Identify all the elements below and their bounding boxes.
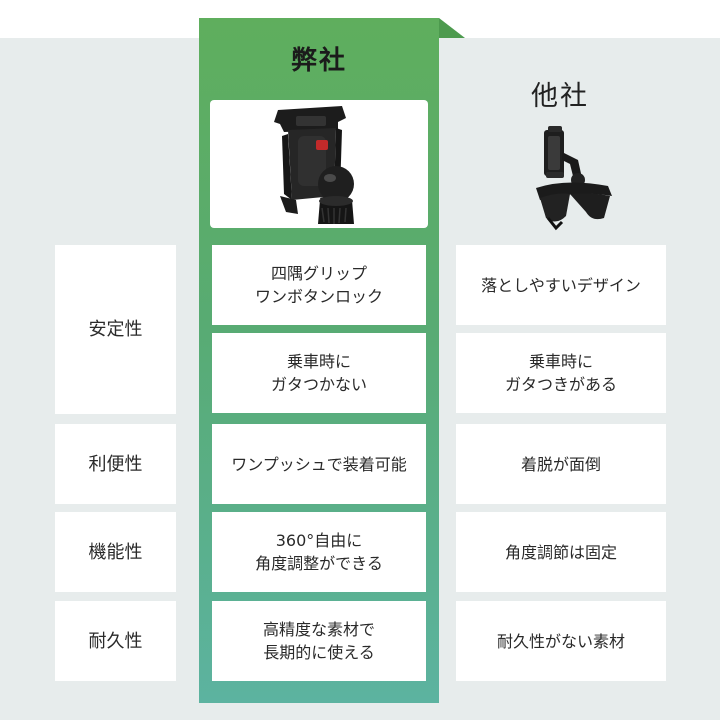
ours-grip-cell: 四隅グリップ ワンボタンロック <box>212 245 426 325</box>
dashboard-phone-clip-icon <box>536 126 612 231</box>
phone-holder-icon <box>274 106 354 224</box>
category-convenience: 利便性 <box>55 424 176 504</box>
category-stability: 安定性 <box>55 245 176 414</box>
category-functionality: 機能性 <box>55 512 176 592</box>
ours-mount-cell: ワンプッシュで装着可能 <box>212 424 426 504</box>
category-durability: 耐久性 <box>55 601 176 681</box>
ribbon-fold <box>439 18 465 38</box>
theirs-angle-cell: 角度調節は固定 <box>456 512 666 592</box>
ours-column-title: 弊社 <box>290 46 347 76</box>
ours-rattle-cell: 乗車時に ガタつかない <box>212 333 426 413</box>
ours-material-cell: 高精度な素材で 長期的に使える <box>212 601 426 681</box>
theirs-column-title: 他社 <box>531 81 589 112</box>
theirs-mount-cell: 着脱が面倒 <box>456 424 666 504</box>
theirs-rattle-cell: 乗車時に ガタつきがある <box>456 333 666 413</box>
theirs-material-cell: 耐久性がない素材 <box>456 601 666 681</box>
ours-angle-cell: 360°自由に 角度調整ができる <box>212 512 426 592</box>
theirs-grip-cell: 落としやすいデザイン <box>456 245 666 325</box>
